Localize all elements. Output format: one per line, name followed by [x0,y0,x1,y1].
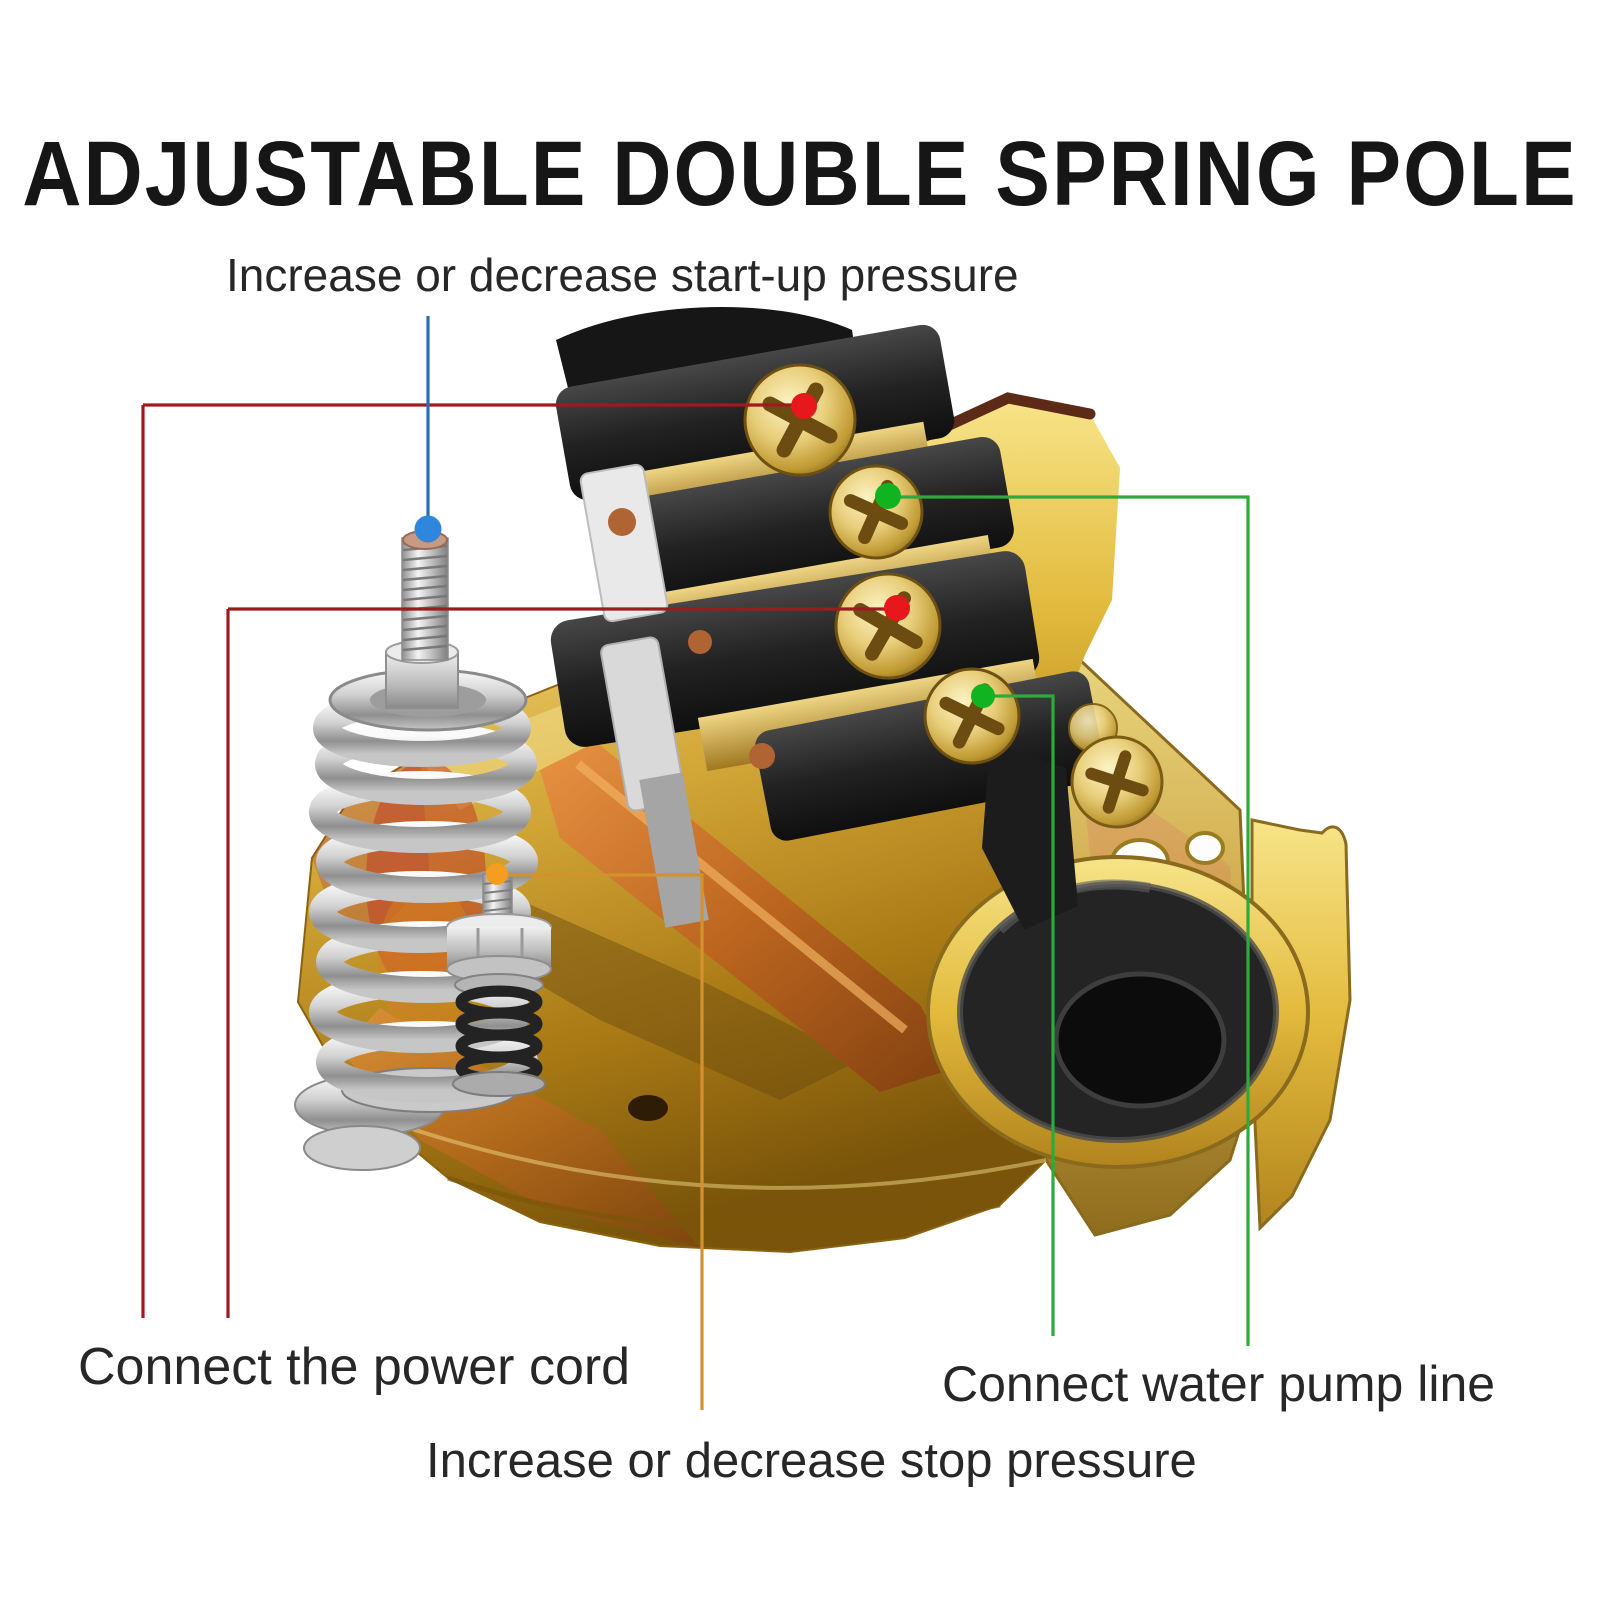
power-cord-label: Connect the power cord [78,1338,631,1396]
terminal-screw-1 [743,363,857,477]
plate-screw [1068,703,1164,829]
main-spring [309,530,538,1113]
metal-arm [639,772,709,928]
startup-dot [414,515,442,543]
water-pump-callout-line-1 [888,495,1250,1346]
stop-pressure-callout-line [497,873,704,1410]
water-pump-dot-2 [971,684,995,708]
stop-pressure-label: Increase or decrease stop pressure [426,1434,1197,1488]
plate-hole [628,1095,668,1121]
terminal-block-stack [550,307,1105,930]
water-pump-dot-1 [875,483,901,509]
mounting-hole-small [1185,831,1225,865]
power-cord-dot-2 [884,595,910,621]
page-title: ADJUSTABLE DOUBLE SPRING POLE [22,123,1578,226]
startup-pressure-label: Increase or decrease start-up pressure [226,249,1019,301]
device-body [294,307,1352,1254]
terminal-screw-2 [828,464,924,560]
power-cord-dot-1 [791,393,817,419]
stop-adjuster [446,873,552,1097]
rubber-grommet [926,855,1310,1169]
terminal-screw-3 [834,572,942,680]
terminal-block-2 [606,436,1014,612]
water-pump-label: Connect water pump line [942,1356,1496,1412]
terminal-screw-4 [923,667,1021,765]
grommet-hole [1056,974,1224,1106]
water-pump-callout-line-2 [983,694,1055,1336]
small-black-spring [455,985,543,1085]
plastic-actuator-1 [579,463,669,623]
adjustment-bolt [401,530,449,661]
stop-pressure-dot [486,863,508,885]
callouts [141,316,1250,1410]
